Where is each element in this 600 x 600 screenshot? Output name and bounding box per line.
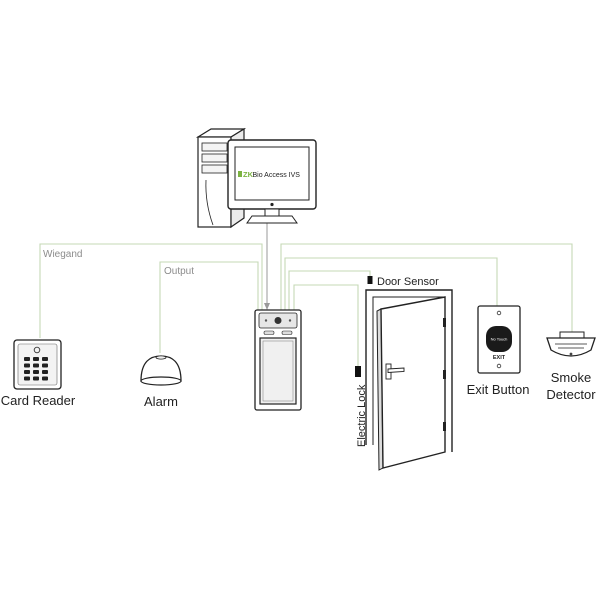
door-sensor-label: Door Sensor — [377, 276, 439, 288]
no-touch-text: No Touch — [491, 337, 508, 342]
electric-lock-label: Electric Lock — [356, 384, 368, 447]
pc-link-arrowhead — [264, 303, 270, 310]
keypad-key — [33, 363, 39, 368]
smoke-detector-label-line1: Smoke — [551, 370, 591, 385]
keypad-key — [33, 370, 39, 374]
detector-vents — [555, 343, 587, 349]
output-wire — [159, 261, 259, 353]
keypad-key — [33, 357, 39, 361]
electric-lock-marker — [355, 366, 361, 377]
monitor: ZK Bio Access IVS — [227, 139, 317, 224]
drive-bay — [201, 153, 228, 163]
ir-light-right — [288, 319, 292, 322]
ir-light-left — [264, 319, 268, 322]
keypad-key — [24, 376, 30, 381]
door-sensor-marker — [367, 276, 373, 284]
door-leaf — [380, 296, 446, 469]
camera-lens — [274, 317, 282, 324]
door-handle-lever — [387, 367, 405, 373]
keypad-key — [24, 370, 30, 374]
display-inner — [262, 340, 294, 402]
sensor-right — [281, 330, 293, 335]
keypad-key — [24, 363, 30, 368]
door-hinge — [443, 370, 446, 379]
alarm — [140, 355, 182, 386]
ceiling-mount — [559, 331, 585, 339]
keypad-key — [24, 357, 30, 361]
touch-sensor — [486, 326, 512, 352]
face-recognition-terminal — [254, 309, 302, 411]
door-hinge — [443, 422, 446, 431]
display-screen — [259, 337, 297, 405]
tower-front — [197, 136, 232, 228]
zk-logo-icon — [238, 171, 242, 177]
output-label: Output — [164, 266, 194, 277]
wires — [39, 223, 573, 366]
exit-button-label: Exit Button — [467, 382, 530, 397]
alarm-label: Alarm — [144, 394, 178, 409]
smoke-detector-wire — [280, 243, 573, 332]
screw-top — [496, 310, 502, 316]
card-tap-icon — [33, 346, 41, 354]
sensor-left — [263, 330, 275, 335]
door-hinge — [443, 318, 446, 327]
door-sensor-wire — [288, 270, 371, 310]
door — [365, 289, 453, 471]
power-button — [270, 202, 274, 207]
screw-bottom — [496, 363, 502, 369]
keypad-key — [33, 376, 39, 381]
alarm-top-cap — [155, 355, 167, 360]
electric-lock-wire — [293, 284, 359, 366]
card-reader-label: Card Reader — [1, 393, 76, 408]
monitor-base — [246, 215, 298, 224]
exit-button: No Touch EXIT — [477, 305, 521, 374]
drive-bay — [201, 164, 228, 174]
keypad-key — [42, 376, 48, 381]
keypad-key — [42, 370, 48, 374]
detector-body — [546, 337, 596, 357]
wiegand-wire — [39, 243, 263, 338]
detector-led — [569, 352, 573, 356]
keypad — [24, 357, 48, 381]
monitor-screen — [234, 146, 310, 201]
monitor-neck — [264, 208, 280, 217]
exit-text: EXIT — [493, 355, 506, 361]
keypad-key — [42, 357, 48, 361]
wiegand-label: Wiegand — [43, 249, 82, 260]
keypad-key — [42, 363, 48, 368]
tower-front-panel-curve — [205, 179, 214, 226]
smoke-detector — [546, 331, 596, 357]
card-reader — [13, 339, 62, 390]
drive-bay — [201, 142, 228, 152]
app-name: Bio Access IVS — [253, 172, 301, 179]
alarm-base — [140, 376, 182, 386]
door-frame-outer — [365, 289, 453, 452]
exit-button-wire — [284, 257, 498, 310]
smoke-detector-label-line2: Detector — [546, 387, 596, 402]
app-logo-mark: ZK — [243, 170, 254, 179]
